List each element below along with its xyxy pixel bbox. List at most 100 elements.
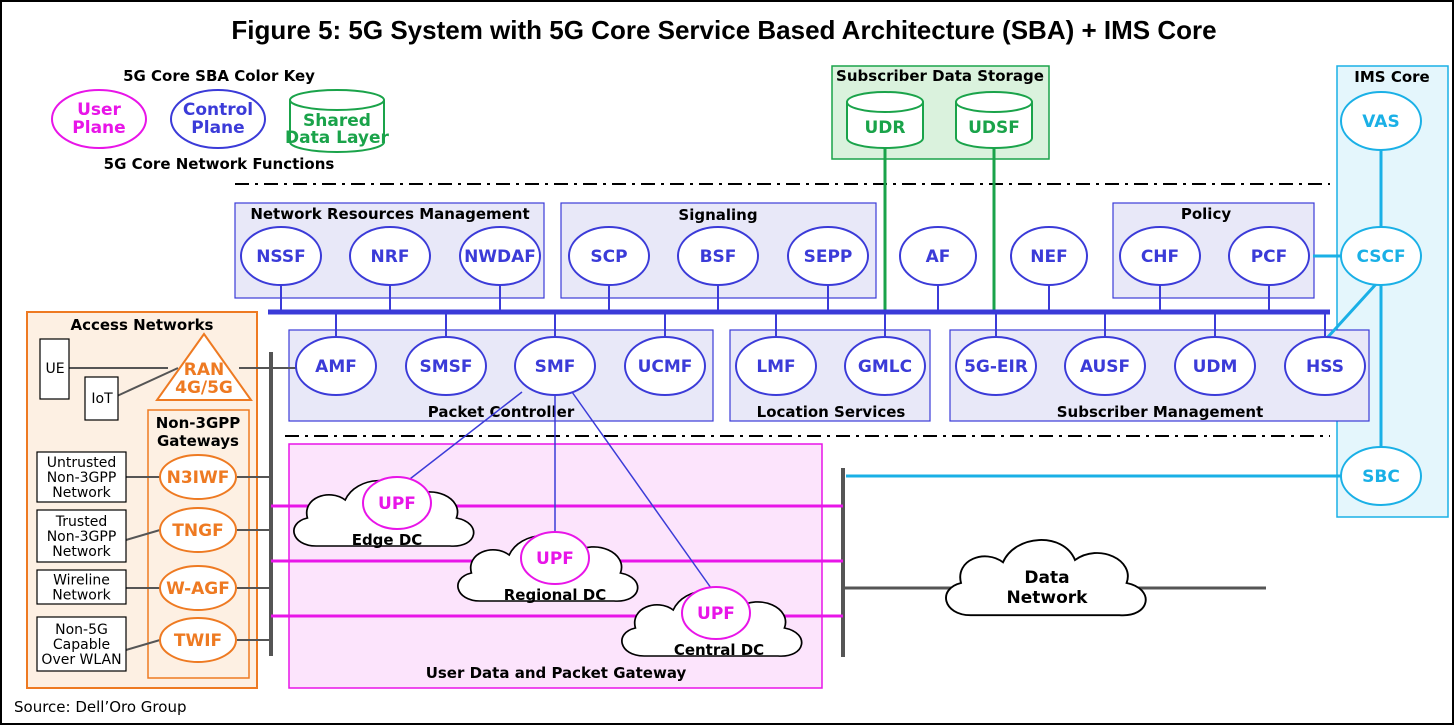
- ims-links: [846, 142, 1383, 478]
- nf-sepp-node: SEPP: [787, 226, 869, 286]
- svg-text:LMF: LMF: [756, 357, 795, 377]
- nf-smsf-node: SMSF: [405, 336, 487, 396]
- source-note: Source: Dell’Oro Group: [14, 698, 186, 716]
- nf-sbc-node: SBC: [1340, 446, 1422, 506]
- nf-gmlc-node: GMLC: [844, 336, 926, 396]
- storage-udsf-node: UDSF: [955, 91, 1033, 149]
- nf-amf-node: AMF: [295, 336, 377, 396]
- svg-text:Wireline: Wireline: [53, 573, 110, 589]
- svg-text:Plane: Plane: [72, 118, 125, 138]
- edge-dc-label: Edge DC: [352, 531, 423, 549]
- ims-core-label: IMS Core: [1354, 68, 1429, 86]
- svg-text:User: User: [77, 100, 121, 120]
- svg-text:Network: Network: [52, 588, 111, 604]
- access-networks-label: Access Networks: [70, 316, 213, 334]
- svg-text:UPF: UPF: [536, 549, 574, 569]
- nf-nssf-node: NSSF: [240, 226, 322, 286]
- iot-box: [84, 376, 119, 421]
- central-dc-label: Central DC: [674, 641, 764, 659]
- non3gpp-gateways-label-1: Non-3GPP: [156, 414, 241, 432]
- nf-ausf-node: AUSF: [1064, 336, 1146, 396]
- non3gpp-gateways-label-2: Gateways: [157, 432, 239, 450]
- svg-text:Control: Control: [183, 100, 253, 120]
- legend-footer: 5G Core Network Functions: [104, 155, 335, 173]
- upf-node-1: UPF: [362, 476, 432, 530]
- svg-text:AMF: AMF: [315, 357, 357, 377]
- svg-text:BSF: BSF: [700, 247, 737, 267]
- svg-text:UDSF: UDSF: [968, 118, 1020, 138]
- data-network-label-1: Data: [1024, 568, 1069, 588]
- nf-twif-node: TWIF: [159, 617, 237, 663]
- access-descriptors: UntrustedNon-3GPPNetworkTrustedNon-3GPPN…: [36, 451, 127, 672]
- svg-text:NSSF: NSSF: [256, 247, 306, 267]
- svg-text:UDR: UDR: [864, 118, 905, 138]
- data-network-label-2: Network: [1007, 588, 1089, 608]
- svg-text:Non-5G: Non-5G: [55, 622, 108, 638]
- ue-box: [39, 338, 70, 400]
- upf-node-3: UPF: [681, 586, 751, 640]
- svg-text:AUSF: AUSF: [1080, 357, 1130, 377]
- svg-text:SEPP: SEPP: [804, 247, 853, 267]
- svg-text:Network: Network: [52, 485, 111, 501]
- nf-nef-node: NEF: [1010, 226, 1088, 286]
- iot-label: IoT: [91, 391, 113, 407]
- nf-af-node: AF: [899, 226, 977, 286]
- svg-text:NWDAF: NWDAF: [464, 247, 536, 267]
- data-layer-links: [883, 140, 996, 313]
- nf-nrf-node: NRF: [349, 226, 431, 286]
- svg-text:CHF: CHF: [1141, 247, 1179, 267]
- location-services-label: Location Services: [757, 403, 906, 421]
- nf-n3iwf-node: N3IWF: [159, 454, 237, 500]
- nf-vas-node: VAS: [1340, 91, 1422, 151]
- svg-text:5G-EIR: 5G-EIR: [964, 357, 1028, 377]
- svg-text:Untrusted: Untrusted: [47, 455, 117, 471]
- svg-text:Shared: Shared: [303, 111, 371, 131]
- nf-hss-node: HSS: [1284, 336, 1366, 396]
- svg-text:SMSF: SMSF: [419, 357, 472, 377]
- nf-tngf-node: TNGF: [159, 507, 237, 553]
- ran-node: RAN 4G/5G: [155, 332, 253, 401]
- legend-title: 5G Core SBA Color Key: [123, 67, 315, 85]
- legend-control-plane: Control Plane: [170, 89, 266, 149]
- svg-text:W-AGF: W-AGF: [166, 579, 230, 599]
- nf-smf-node: SMF: [514, 336, 596, 396]
- svg-text:GMLC: GMLC: [858, 357, 912, 377]
- svg-text:Trusted: Trusted: [55, 514, 107, 530]
- svg-text:4G/5G: 4G/5G: [175, 378, 233, 398]
- nf-w-agf-node: W-AGF: [159, 565, 237, 611]
- svg-text:SMF: SMF: [535, 357, 576, 377]
- svg-text:SCP: SCP: [590, 247, 627, 267]
- sba-bus-drops: [280, 285, 1326, 337]
- nf-scp-node: SCP: [568, 226, 650, 286]
- svg-text:Non-3GPP: Non-3GPP: [47, 470, 117, 486]
- regional-dc-label: Regional DC: [504, 586, 607, 604]
- svg-text:CSCF: CSCF: [1356, 247, 1405, 267]
- legend-data-layer: Shared Data Layer: [285, 89, 390, 153]
- svg-text:HSS: HSS: [1306, 357, 1344, 377]
- svg-text:AF: AF: [926, 247, 951, 267]
- svg-text:TWIF: TWIF: [174, 631, 222, 651]
- svg-text:UDM: UDM: [1193, 357, 1238, 377]
- ue-label: UE: [45, 361, 64, 377]
- packet-controller-label: Packet Controller: [428, 403, 575, 421]
- nf-ucmf-node: UCMF: [624, 336, 706, 396]
- nf-lmf-node: LMF: [735, 336, 817, 396]
- svg-text:TNGF: TNGF: [172, 521, 223, 541]
- nf-5g-eir-node: 5G-EIR: [955, 336, 1037, 396]
- storage-udr-node: UDR: [846, 91, 924, 149]
- svg-text:UPF: UPF: [697, 604, 735, 624]
- legend-user-plane: User Plane: [51, 89, 147, 149]
- svg-text:Non-3GPP: Non-3GPP: [47, 529, 117, 545]
- svg-text:Plane: Plane: [191, 118, 244, 138]
- svg-text:NRF: NRF: [371, 247, 410, 267]
- svg-text:PCF: PCF: [1251, 247, 1288, 267]
- svg-text:UPF: UPF: [378, 494, 416, 514]
- user-data-label: User Data and Packet Gateway: [426, 664, 687, 682]
